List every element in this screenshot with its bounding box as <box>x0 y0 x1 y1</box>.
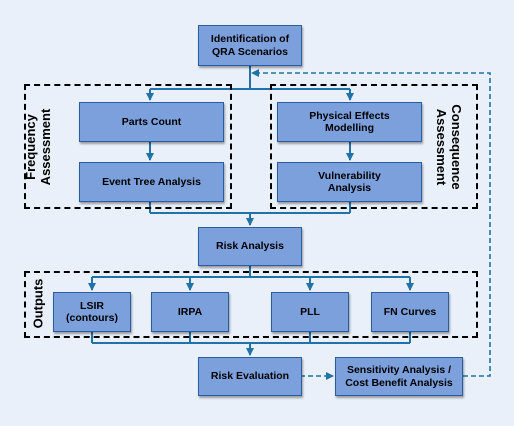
physical-effects-box: Physical Effects Modelling <box>277 102 422 142</box>
frequency-assessment-label: Frequency Assessment <box>23 108 53 186</box>
identification-box: Identification of QRA Scenarios <box>198 25 302 66</box>
consequence-assessment-group <box>270 84 478 209</box>
risk-evaluation-box: Risk Evaluation <box>198 357 302 396</box>
lsir-box: LSIR (contours) <box>53 292 131 332</box>
parts-count-box: Parts Count <box>79 102 224 142</box>
event-tree-box: Event Tree Analysis <box>79 162 224 202</box>
vulnerability-box: Vulnerability Analysis <box>277 162 422 202</box>
risk-analysis-box: Risk Analysis <box>198 227 302 266</box>
pll-box: PLL <box>271 292 349 332</box>
irpa-box: IRPA <box>151 292 229 332</box>
outputs-label: Outputs <box>30 278 46 329</box>
frequency-assessment-group <box>24 84 232 209</box>
sensitivity-analysis-box: Sensitivity Analysis / Cost Benefit Anal… <box>335 357 463 396</box>
dashed-feedback-loop <box>251 69 491 377</box>
fn-curves-box: FN Curves <box>371 292 449 332</box>
outputs-group <box>24 271 478 338</box>
consequence-assessment-label: Consequence Assessment <box>434 104 464 190</box>
